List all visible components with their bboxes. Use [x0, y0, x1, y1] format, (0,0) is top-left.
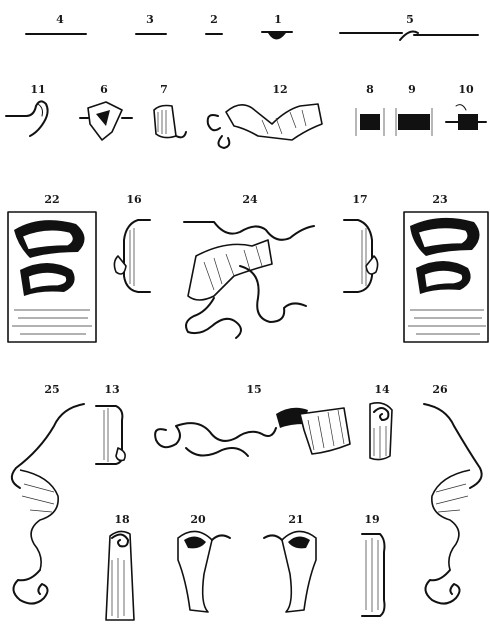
figure-5: 5 [340, 13, 478, 40]
figure-16-hatching [130, 228, 134, 286]
figure-16: 16 [114, 193, 150, 292]
figure-17-hatching [362, 228, 366, 286]
figure-4: 4 [26, 13, 86, 34]
figure-25-body [20, 470, 58, 570]
figure-9-band [398, 114, 430, 130]
figure-15-spiral-ribbon [155, 423, 276, 447]
figure-21-tip [264, 535, 282, 540]
figure-label-12: 12 [272, 83, 287, 96]
figure-label-14: 14 [374, 383, 390, 396]
figure-9: 9 [396, 83, 432, 136]
figure-16-scroll [124, 220, 150, 292]
figure-26-body [432, 470, 470, 570]
figure-12-left-curl [208, 115, 220, 130]
figure-label-9: 9 [408, 83, 416, 96]
figure-26-volute [425, 570, 459, 604]
figure-label-15: 15 [246, 383, 261, 396]
figure-label-7: 7 [160, 83, 168, 96]
figure-label-19: 19 [364, 513, 379, 526]
figure-19: 19 [362, 513, 385, 616]
figure-label-21: 21 [288, 513, 303, 526]
figure-8: 8 [356, 83, 384, 136]
figure-17-curl [366, 256, 378, 274]
figure-25: 25 [12, 383, 84, 604]
figure-13-curl [116, 448, 125, 461]
figure-label-4: 4 [56, 13, 64, 26]
figure-15-lower-ribbon [186, 448, 248, 456]
figure-11: 11 [6, 83, 48, 136]
figure-10: 10 [446, 83, 486, 130]
figure-12-lower-curl [218, 136, 229, 148]
figure-label-1: 1 [274, 13, 282, 26]
figure-20: 20 [178, 513, 230, 612]
figure-label-18: 18 [114, 513, 130, 526]
figure-label-6: 6 [100, 83, 108, 96]
figure-7: 7 [154, 83, 186, 138]
figure-2: 2 [206, 13, 222, 34]
figure-12-ribbon [226, 104, 322, 140]
figure-label-17: 17 [352, 193, 367, 206]
figure-13: 13 [96, 383, 125, 464]
figure-7-edge [176, 132, 186, 137]
figure-label-20: 20 [190, 513, 206, 526]
figure-label-24: 24 [242, 193, 258, 206]
figure-10-band [458, 114, 478, 130]
figure-1: 1 [262, 13, 292, 40]
figure-7-roll [154, 106, 176, 138]
figure-21: 21 [264, 513, 316, 612]
figure-19-hatching [366, 538, 378, 612]
figure-3: 3 [136, 13, 166, 34]
figure-18: 18 [106, 513, 134, 620]
figure-23: 23 [404, 193, 488, 342]
figure-26: 26 [424, 383, 482, 604]
figure-label-10: 10 [458, 83, 474, 96]
figure-24-top-edge [184, 222, 314, 240]
figure-24: 24 [184, 193, 314, 338]
figure-label-13: 13 [104, 383, 119, 396]
figure-label-3: 3 [146, 13, 154, 26]
figure-8-band [360, 114, 380, 130]
figure-17: 17 [344, 193, 378, 292]
figure-20-tip [212, 535, 230, 540]
figure-24-ribbon-right [240, 266, 306, 322]
figure-22: 22 [8, 193, 96, 342]
figure-1-notch [268, 33, 286, 40]
figure-10-curl [456, 105, 466, 110]
figure-6: 6 [80, 83, 132, 140]
figure-label-22: 22 [44, 193, 59, 206]
figure-label-8: 8 [366, 83, 374, 96]
figure-19-scroll [362, 534, 385, 616]
figure-12: 12 [208, 83, 322, 148]
figure-24-ribbon-left [186, 298, 241, 338]
figure-13-hatching [104, 408, 108, 462]
figure-15-tail-panel [300, 408, 350, 454]
figure-label-25: 25 [44, 383, 59, 396]
figure-label-2: 2 [210, 13, 218, 26]
figure-label-26: 26 [432, 383, 448, 396]
figure-15: 15 [155, 383, 350, 456]
figure-25-volute [13, 570, 47, 604]
figure-label-16: 16 [126, 193, 142, 206]
figure-11-curl [38, 104, 43, 116]
figure-14: 14 [370, 383, 392, 460]
figure-label-23: 23 [432, 193, 447, 206]
figure-label-5: 5 [406, 13, 414, 26]
figure-17-scroll [344, 220, 372, 292]
figure-label-11: 11 [30, 83, 45, 96]
